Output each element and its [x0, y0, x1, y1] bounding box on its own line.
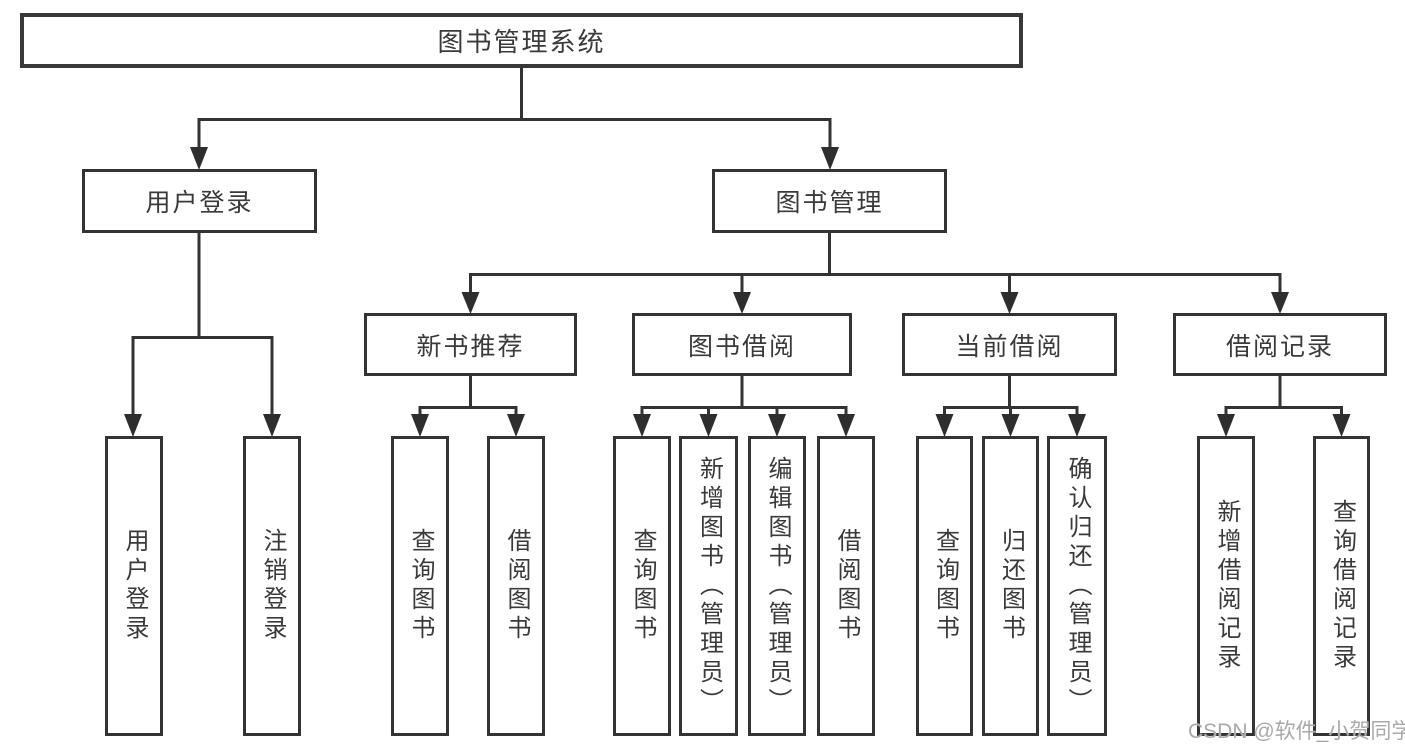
leaf-user-login-label: 用户登录 — [121, 528, 148, 644]
leaf-query-books-1-label: 查询图书 — [407, 528, 434, 644]
connector-arrowheads — [124, 147, 1351, 437]
csdn-watermark: CSDN @软件_小贺同学 — [1188, 720, 1405, 743]
leaf-confirm-return-admin: 确认归还（管理员） — [1047, 436, 1107, 736]
leaf-query-borrow-record-label: 查询借阅记录 — [1328, 499, 1356, 673]
leaf-query-books-2: 查询图书 — [613, 436, 671, 736]
leaf-borrow-books-2-label: 借阅图书 — [833, 528, 860, 644]
leaf-query-books-1: 查询图书 — [391, 436, 449, 736]
leaf-confirm-return-admin-label: 确认归还（管理员） — [1064, 455, 1091, 717]
node-book-borrowing: 图书借阅 — [632, 313, 852, 376]
leaf-query-books-2-label: 查询图书 — [629, 528, 656, 644]
leaf-logout: 注销登录 — [243, 436, 301, 736]
leaf-edit-books-admin: 编辑图书（管理员） — [748, 436, 806, 736]
leaf-add-borrow-record: 新增借阅记录 — [1197, 436, 1255, 736]
node-book-management-label: 图书管理 — [775, 189, 884, 217]
node-new-book-recommendation-label: 新书推荐 — [416, 332, 525, 361]
leaf-query-books-3: 查询图书 — [916, 436, 973, 736]
leaf-borrow-books-2: 借阅图书 — [817, 436, 875, 736]
leaf-query-borrow-record: 查询借阅记录 — [1313, 436, 1370, 736]
leaf-borrow-books-1-label: 借阅图书 — [503, 528, 530, 644]
node-user-login: 用户登录 — [82, 169, 317, 233]
node-library-management-system-label: 图书管理系统 — [437, 27, 606, 57]
leaf-return-books: 归还图书 — [982, 436, 1039, 736]
leaf-add-borrow-record-label: 新增借阅记录 — [1213, 499, 1240, 673]
node-borrowing-records-label: 借阅记录 — [1225, 332, 1334, 361]
node-user-login-label: 用户登录 — [145, 189, 254, 217]
node-current-borrowing-label: 当前借阅 — [955, 332, 1064, 361]
node-borrowing-records: 借阅记录 — [1173, 313, 1387, 376]
node-new-book-recommendation: 新书推荐 — [364, 313, 577, 376]
node-library-management-system: 图书管理系统 — [20, 13, 1023, 68]
leaf-add-books-admin: 新增图书（管理员） — [679, 436, 738, 736]
leaf-query-books-3-label: 查询图书 — [931, 528, 959, 644]
leaf-logout-label: 注销登录 — [259, 528, 286, 644]
leaf-return-books-label: 归还图书 — [997, 528, 1025, 644]
leaf-add-books-admin-label: 新增图书（管理员） — [695, 455, 723, 717]
leaf-edit-books-admin-label: 编辑图书（管理员） — [764, 455, 791, 717]
node-current-borrowing: 当前借阅 — [902, 313, 1117, 376]
leaf-user-login: 用户登录 — [105, 436, 163, 736]
node-book-borrowing-label: 图书借阅 — [687, 332, 796, 361]
leaf-borrow-books-1: 借阅图书 — [487, 436, 545, 736]
node-book-management: 图书管理 — [712, 169, 947, 233]
